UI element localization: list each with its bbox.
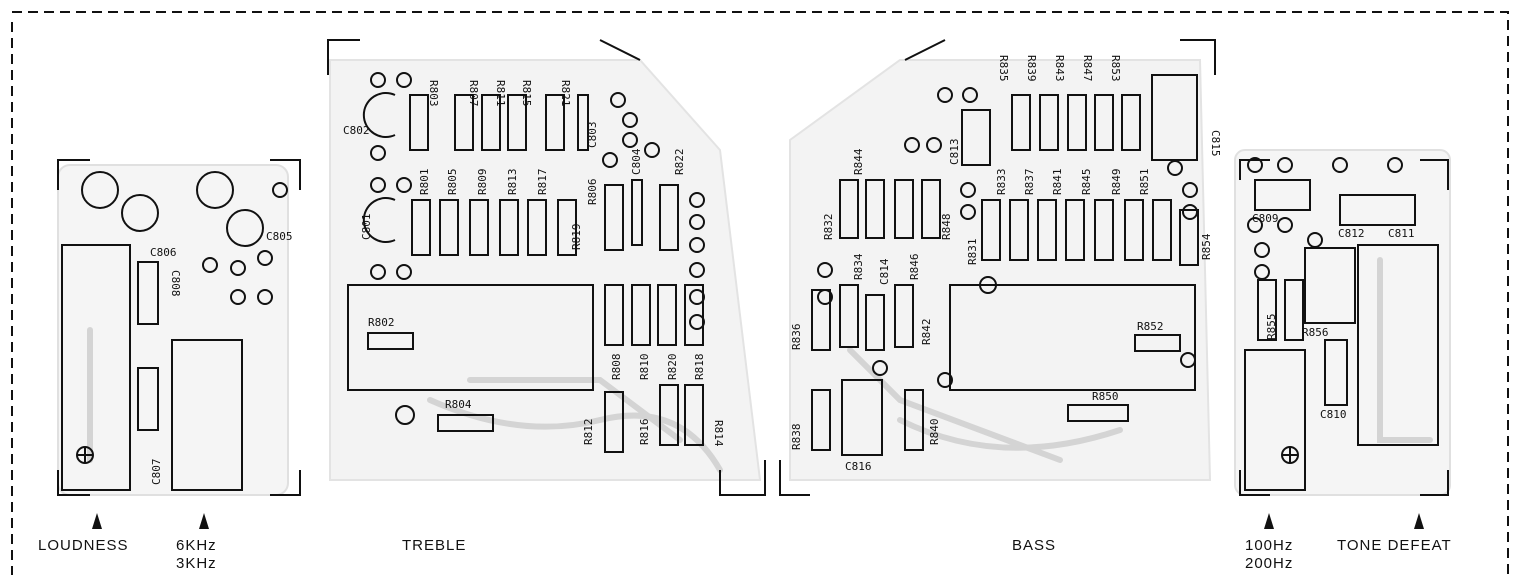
bass-section [811, 74, 1199, 456]
treble-section [347, 72, 705, 453]
ref-R809: R809 [476, 169, 489, 196]
ref-R808: R808 [610, 354, 623, 381]
ref-R855: R855 [1265, 314, 1278, 341]
ref-R832: R832 [822, 214, 835, 241]
ref-R835: R835 [997, 55, 1010, 82]
ref-R820: R820 [666, 354, 679, 381]
ref-R803: R803 [427, 80, 440, 107]
ref-R852: R852 [1137, 320, 1164, 333]
ref-R831: R831 [966, 239, 979, 266]
ref-C810: C810 [1320, 408, 1347, 421]
ref-C802: C802 [343, 124, 370, 137]
ref-C805: C805 [266, 230, 293, 243]
ref-R843: R843 [1053, 55, 1066, 82]
tone-defeat-section [1244, 157, 1439, 491]
ref-C816: C816 [845, 460, 872, 473]
outer-dashed-border [11, 11, 1509, 575]
ref-R819: R819 [570, 224, 583, 251]
reference-designators: R803 R807 R811 R815 R821 C802 C803 C804 … [150, 55, 1415, 485]
ref-R840: R840 [928, 419, 941, 446]
ref-R841: R841 [1051, 169, 1064, 196]
ref-R814: R814 [712, 420, 725, 447]
ref-C812: C812 [1338, 227, 1365, 240]
ref-R810: R810 [638, 354, 651, 381]
ref-R856: R856 [1302, 326, 1329, 339]
ref-R845: R845 [1080, 169, 1093, 196]
ref-R850: R850 [1092, 390, 1119, 403]
ref-R801: R801 [418, 169, 431, 196]
ref-R802: R802 [368, 316, 395, 329]
ref-C814: C814 [878, 258, 891, 285]
ref-R833: R833 [995, 169, 1008, 196]
loudness-label: LOUDNESS [38, 537, 129, 554]
ref-C809: C809 [1252, 212, 1279, 225]
ref-C807: C807 [150, 459, 163, 486]
ref-R853: R853 [1109, 55, 1122, 82]
ref-R848: R848 [940, 214, 953, 241]
ref-R813: R813 [506, 169, 519, 196]
ref-C806: C806 [150, 246, 177, 259]
hz6k-label: 6KHz [176, 537, 217, 554]
bass-label: BASS [1012, 537, 1057, 554]
ref-R849: R849 [1110, 169, 1123, 196]
ref-R846: R846 [908, 254, 921, 281]
ref-R821: R821 [559, 80, 572, 107]
ref-R837: R837 [1023, 169, 1036, 196]
tone-defeat-arrow [1414, 513, 1424, 529]
ref-R815: R815 [520, 80, 533, 107]
section-brackets [57, 39, 1449, 496]
loudness-section [61, 171, 288, 491]
ref-R806: R806 [586, 179, 599, 206]
ref-R817: R817 [536, 169, 549, 196]
hz200-label: 200Hz [1245, 555, 1294, 572]
trace-background [57, 59, 1451, 496]
ref-C813: C813 [948, 139, 961, 166]
ref-R834: R834 [852, 253, 865, 280]
ref-R818: R818 [693, 354, 706, 381]
ref-R851: R851 [1138, 169, 1151, 196]
ref-R838: R838 [790, 424, 803, 451]
ref-R842: R842 [920, 319, 933, 346]
ref-C803: C803 [586, 122, 599, 149]
ref-R847: R847 [1081, 55, 1094, 82]
hz6k-arrow [199, 513, 209, 529]
ref-C811: C811 [1388, 227, 1415, 240]
ref-R822: R822 [673, 149, 686, 176]
ref-R854: R854 [1200, 233, 1213, 260]
ref-C801: C801 [360, 214, 373, 241]
ref-R816: R816 [638, 419, 651, 446]
hz3k-label: 3KHz [176, 555, 217, 572]
ref-R811: R811 [494, 80, 507, 107]
ref-R805: R805 [446, 169, 459, 196]
ref-C804: C804 [630, 148, 643, 175]
ref-R839: R839 [1025, 55, 1038, 82]
treble-label: TREBLE [402, 537, 467, 554]
hz100-label: 100Hz [1245, 537, 1294, 554]
tone-defeat-label: TONE DEFEAT [1337, 537, 1452, 554]
ref-C815: C815 [1209, 130, 1222, 157]
hz100-arrow [1264, 513, 1274, 529]
ref-R812: R812 [582, 419, 595, 446]
ref-R807: R807 [467, 80, 480, 107]
ref-C808: C808 [169, 270, 182, 297]
loudness-arrow [92, 513, 102, 529]
ref-R836: R836 [790, 324, 803, 351]
ref-R844: R844 [852, 148, 865, 175]
ref-R804: R804 [445, 398, 472, 411]
